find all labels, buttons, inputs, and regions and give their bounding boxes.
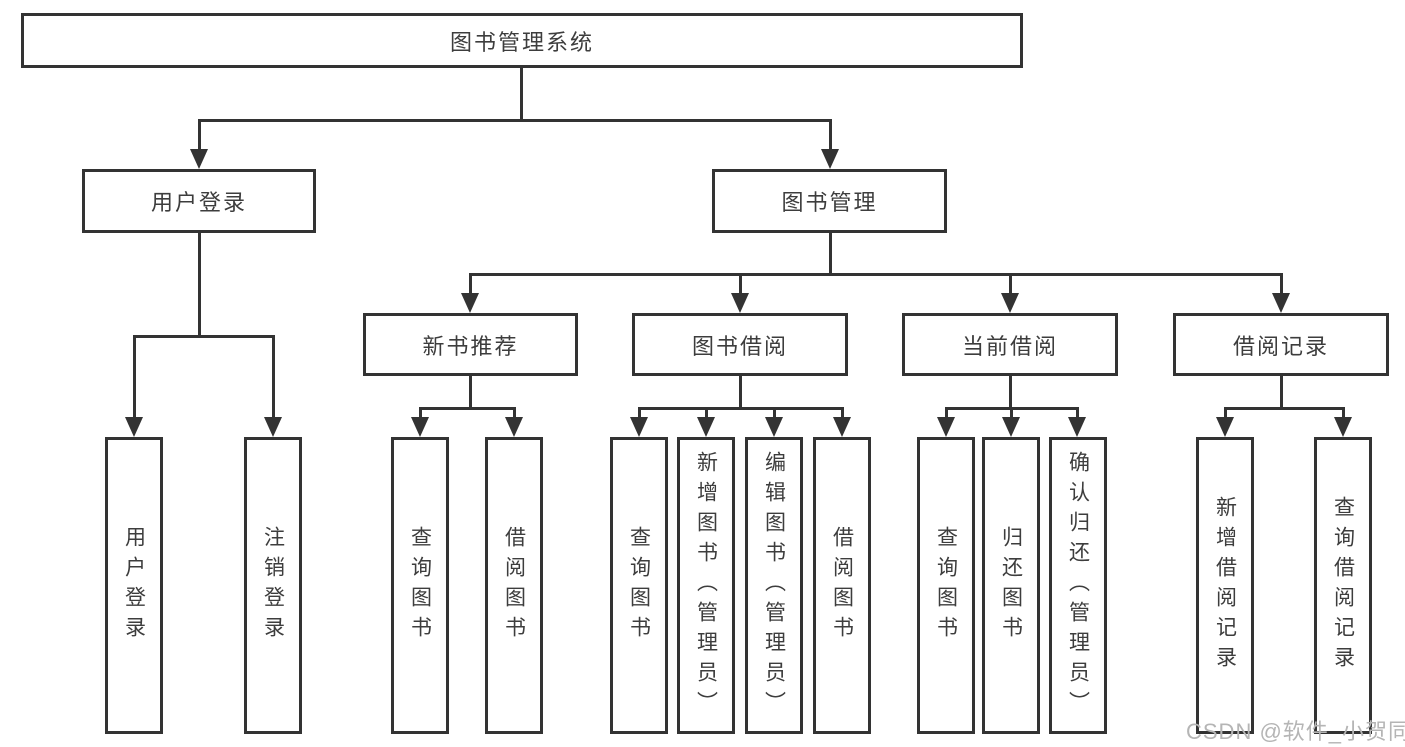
connector-line (1224, 407, 1227, 417)
arrow-down-icon (1002, 417, 1020, 437)
connector-line (739, 273, 742, 293)
leaf-confirm-return-admin: 确认归还（管理员） (1049, 437, 1107, 734)
leaf-user-login: 用户登录 (105, 437, 163, 734)
leaf-borrow-books-recommend: 借阅图书 (485, 437, 543, 734)
connector-line (419, 407, 422, 417)
connector-line (198, 233, 201, 335)
connector-line (1009, 273, 1012, 293)
connector-line (513, 407, 516, 417)
node-book-borrow: 图书借阅 (632, 313, 848, 376)
connector-line (198, 119, 201, 149)
csdn-watermark: CSDN @软件_小贺同学 (1186, 719, 1405, 744)
arrow-down-icon (1068, 417, 1086, 437)
leaf-add-books-admin: 新增图书（管理员） (677, 437, 735, 734)
connector-line (829, 233, 832, 273)
node-user-login: 用户登录 (82, 169, 316, 233)
arrow-down-icon (1001, 293, 1019, 313)
node-book-management: 图书管理 (712, 169, 947, 233)
arrow-down-icon (821, 149, 839, 169)
arrow-down-icon (1272, 293, 1290, 313)
arrow-down-icon (937, 417, 955, 437)
connector-line (1342, 407, 1345, 417)
connector-line (1224, 407, 1345, 410)
leaf-logout: 注销登录 (244, 437, 302, 734)
node-library-system: 图书管理系统 (21, 13, 1023, 68)
connector-line (419, 407, 516, 410)
connector-line (469, 273, 1283, 276)
leaf-return-books: 归还图书 (982, 437, 1040, 734)
connector-line (638, 407, 844, 410)
leaf-borrow-books: 借阅图书 (813, 437, 871, 734)
connector-line (1076, 407, 1079, 417)
connector-line (469, 376, 472, 407)
arrow-down-icon (630, 417, 648, 437)
leaf-query-books-current: 查询图书 (917, 437, 975, 734)
connector-line (829, 119, 832, 149)
connector-line (705, 407, 708, 417)
arrow-down-icon (461, 293, 479, 313)
leaf-query-books-recommend: 查询图书 (391, 437, 449, 734)
arrow-down-icon (190, 149, 208, 169)
arrow-down-icon (411, 417, 429, 437)
node-current-borrow: 当前借阅 (902, 313, 1118, 376)
connector-line (272, 335, 275, 417)
connector-line (841, 407, 844, 417)
connector-line (1009, 376, 1012, 407)
connector-line (638, 407, 641, 417)
connector-line (739, 376, 742, 407)
connector-line (133, 335, 275, 338)
connector-line (1280, 376, 1283, 407)
connector-line (945, 407, 948, 417)
arrow-down-icon (697, 417, 715, 437)
arrow-down-icon (505, 417, 523, 437)
connector-line (773, 407, 776, 417)
arrow-down-icon (833, 417, 851, 437)
arrow-down-icon (264, 417, 282, 437)
connector-line (1280, 273, 1283, 293)
leaf-add-borrow-record: 新增借阅记录 (1196, 437, 1254, 734)
arrow-down-icon (731, 293, 749, 313)
connector-line (198, 119, 831, 122)
connector-line (1010, 407, 1013, 417)
connector-line (133, 335, 136, 417)
node-borrow-records: 借阅记录 (1173, 313, 1389, 376)
arrow-down-icon (1334, 417, 1352, 437)
leaf-query-books-borrow: 查询图书 (610, 437, 668, 734)
node-new-book-recommend: 新书推荐 (363, 313, 578, 376)
connector-line (520, 68, 523, 119)
leaf-edit-books-admin: 编辑图书（管理员） (745, 437, 803, 734)
leaf-query-borrow-record: 查询借阅记录 (1314, 437, 1372, 734)
arrow-down-icon (765, 417, 783, 437)
arrow-down-icon (125, 417, 143, 437)
arrow-down-icon (1216, 417, 1234, 437)
connector-line (469, 273, 472, 293)
